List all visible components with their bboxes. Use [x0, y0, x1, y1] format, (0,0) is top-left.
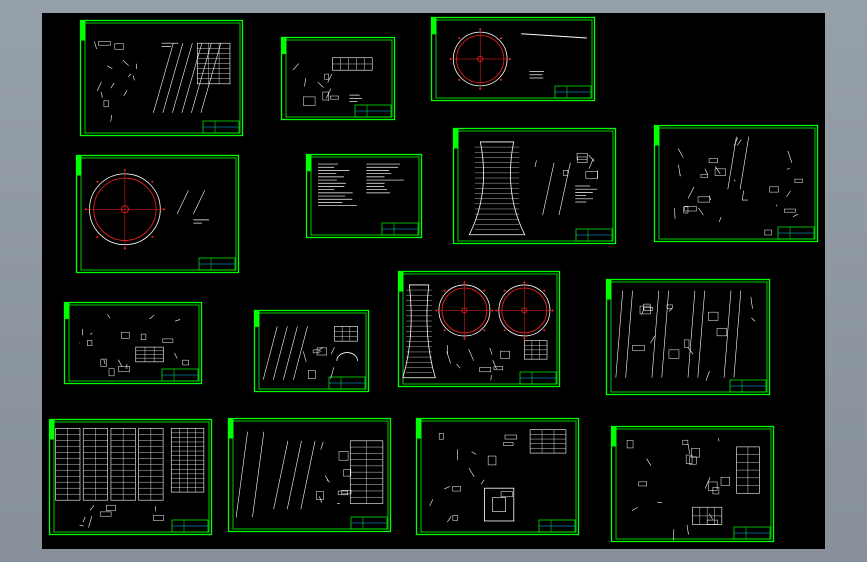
sheet-linework — [397, 270, 561, 388]
sheet-linework — [305, 153, 423, 239]
model-space-canvas[interactable] — [42, 13, 825, 549]
sheet-geometry — [55, 427, 205, 528]
sheet-geometry — [262, 326, 358, 380]
sheet-linework — [48, 418, 213, 536]
sheet-linework — [253, 309, 370, 393]
title-block — [381, 222, 419, 236]
title-block — [519, 371, 557, 385]
sheet-geometry — [449, 28, 587, 90]
drawing-sheet-ring-plan[interactable] — [430, 16, 596, 102]
drawing-sheet-foundation-detail[interactable] — [280, 36, 396, 121]
title-block — [202, 120, 240, 134]
sheet-linework — [75, 154, 240, 274]
drawing-sheet-tower-elevation[interactable] — [452, 127, 617, 245]
drawing-sheet-ring-plan-2[interactable] — [75, 154, 240, 274]
sheet-linework — [653, 124, 819, 243]
sheet-linework — [605, 278, 771, 396]
sheet-linework — [452, 127, 617, 245]
title-block — [171, 519, 209, 533]
drawing-sheet-reinforcement-tables[interactable] — [48, 418, 213, 536]
drawing-sheet-notes[interactable] — [305, 153, 423, 239]
title-block — [733, 526, 771, 540]
drawing-sheet-structure-detail[interactable] — [79, 19, 244, 137]
sheet-geometry — [402, 281, 554, 381]
title-block — [554, 85, 592, 99]
drawing-sheet-node-details[interactable] — [653, 124, 819, 243]
sheet-linework — [280, 36, 396, 121]
title-block — [538, 519, 576, 533]
title-block — [328, 376, 366, 390]
drawing-sheet-tower-section-plan[interactable] — [397, 270, 561, 388]
title-block — [575, 228, 613, 242]
sheet-geometry — [318, 163, 405, 207]
sheet-geometry — [429, 429, 567, 523]
sheet-geometry — [79, 314, 189, 377]
sheet-geometry — [84, 168, 210, 250]
title-block — [354, 104, 392, 118]
sheet-geometry — [615, 290, 756, 381]
sheet-linework — [79, 19, 244, 137]
drawing-sheet-column-details-2[interactable] — [610, 425, 775, 543]
title-block — [350, 516, 388, 530]
title-block — [161, 368, 199, 382]
sheet-linework — [430, 16, 596, 102]
drawing-sheet-wall-reinforcement[interactable] — [605, 278, 771, 396]
sheet-linework — [415, 417, 580, 536]
sheet-geometry — [626, 438, 760, 541]
sheet-linework — [63, 301, 203, 385]
sheet-geometry — [94, 41, 231, 122]
drawing-sheet-wall-section[interactable] — [63, 301, 203, 385]
drawing-sheet-shell-section[interactable] — [253, 309, 370, 393]
title-block — [198, 257, 236, 271]
sheet-linework — [610, 425, 775, 543]
sheet-linework — [227, 417, 392, 533]
title-block — [777, 226, 815, 240]
drawing-sheet-column-details[interactable] — [415, 417, 580, 536]
sheet-geometry — [235, 431, 384, 518]
sheet-geometry — [674, 136, 803, 236]
sheet-geometry — [292, 57, 373, 106]
sheet-geometry — [468, 141, 599, 236]
drawing-sheet-shell-reinforcement[interactable] — [227, 417, 392, 533]
title-block — [729, 379, 767, 393]
